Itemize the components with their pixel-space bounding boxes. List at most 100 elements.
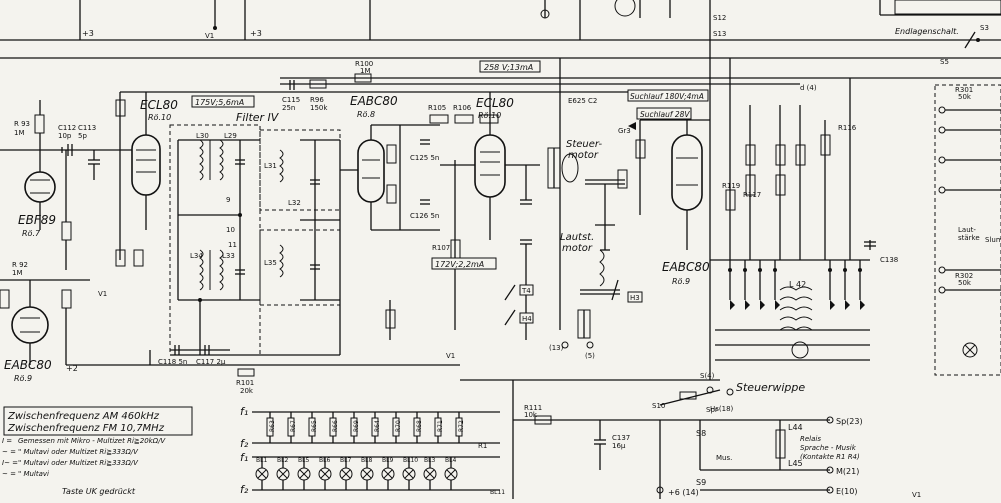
label-r116: R116 (838, 124, 857, 132)
label-f2-bottom: f₂ (240, 483, 249, 496)
label-l44: L44 (788, 423, 803, 432)
bank-resistor-label: R72 (458, 420, 465, 432)
label-s8: S8 (696, 429, 706, 438)
label-steuerwippe: Steuerwippe (736, 381, 805, 394)
label-taste-uk: Taste UK gedrückt (62, 487, 136, 496)
bank-lamp-label: BL7 (340, 457, 351, 464)
top-right-box (894, 0, 1001, 15)
tube-ecl80-first-ref: Rö.10 (148, 113, 171, 122)
label-v1-bottom: V1 (912, 491, 921, 499)
bank-resistor (392, 417, 400, 437)
label-l33: L33 (222, 252, 235, 260)
bank-resistor (371, 417, 379, 437)
legend-2-sym: I~ = (2, 459, 18, 467)
label-l34: L34 (190, 252, 203, 260)
label-r93-val: 1M (14, 129, 25, 137)
tube-eabc80-left-type: EABC80 (4, 358, 52, 372)
label-r111-val: 10k (524, 411, 538, 419)
label-c118: C118 5n (158, 358, 187, 366)
label-mus: Mus. (716, 454, 732, 462)
label-c117: C117 2μ (196, 358, 226, 366)
legend-3-text: " Multavi (18, 470, 49, 478)
bank-resistor (266, 417, 274, 437)
legend-1-sym: ~ = (2, 448, 16, 456)
label-c115-val: 25n (282, 104, 295, 112)
h3-switch-arm (611, 279, 619, 301)
cap-c112-c113 (61, 144, 100, 180)
label-r119: R119 (722, 182, 740, 190)
cap-r-top-feedback (289, 73, 372, 90)
label-r96: R96 (310, 96, 324, 104)
label-relais-2: Sprache - Musik (800, 444, 857, 452)
lower-left-wiring (66, 300, 720, 381)
endlagen-switch (964, 31, 980, 49)
zf-am-text: Zwischenfrequenz AM 460kHz (7, 411, 160, 422)
bank-resistor (287, 417, 295, 437)
tube-ebf89-ref: Rö.7 (22, 229, 41, 238)
meas-box-2 (479, 60, 541, 73)
tube-eabc80-right-type: EABC80 (662, 260, 710, 274)
tube-ecl80-second-type: ECL80 (476, 96, 514, 110)
label-c113-val: 5p (78, 132, 87, 140)
label-r302-val: 50k (958, 279, 972, 287)
legend-0-sym: I = (2, 437, 12, 445)
label-h3: H3 (630, 294, 640, 302)
bank-resistor (329, 417, 337, 437)
label-term-5: (5) (585, 352, 595, 360)
label-c137: C137 (612, 434, 630, 442)
label-term-13: (13) (549, 344, 564, 352)
label-v1-top: V1 (205, 32, 214, 40)
bank-lamp-cross (299, 469, 309, 479)
bank-resistor-label: R71 (437, 420, 444, 432)
meas-box-1 (191, 95, 255, 108)
label-s12: S12 (713, 14, 726, 22)
bank-lamp-cross (425, 469, 435, 479)
bank-lamp-cross (383, 469, 393, 479)
bank-lamp-cross (341, 469, 351, 479)
label-slumm: Slumm. (985, 236, 1001, 244)
label-c113: C113 (78, 124, 96, 132)
bank-lamp-label: BL3 (424, 457, 435, 464)
right-resistor-column (710, 58, 876, 261)
tube-ecl80-second-ref: Rö.10 (478, 111, 501, 120)
label-l45: L45 (788, 459, 803, 468)
zf-box (3, 406, 193, 436)
label-r301: R301 (955, 86, 973, 94)
label-plus6: +6 (14) (668, 488, 699, 497)
label-l31: L31 (264, 162, 277, 170)
tube-ebf89 (0, 100, 72, 270)
label-r101-val: 20k (240, 387, 254, 395)
meas-3-text: 172V;2,2mA (435, 260, 484, 269)
tube-ebf89-type: EBF89 (18, 213, 56, 227)
label-l30: L30 (196, 132, 209, 140)
label-lautst: Lautst. (560, 232, 594, 243)
meas-box-4 (627, 89, 709, 102)
bank-resistor (308, 417, 316, 437)
measurement-legend: I = Gemessen mit Mikro - Multizet Ri≧20k… (2, 437, 166, 478)
bank-resistor-label: R68 (416, 420, 423, 432)
label-f2-top: f₂ (240, 437, 249, 450)
bank-lamp-label: BL2 (277, 457, 288, 464)
label-f1-top: f₁ (240, 405, 248, 418)
label-r100-val: 1M (360, 67, 371, 75)
label-r106: R106 (453, 104, 472, 112)
label-r92-val: 1M (12, 269, 23, 277)
label-h4: H4 (522, 315, 532, 323)
legend-2-text: " Multavi oder Multizet Ri≧333Ω/V (18, 459, 139, 467)
label-hs18: Hs(18) (710, 405, 734, 413)
label-r107: R107 (432, 244, 450, 252)
label-t4: T4 (521, 287, 531, 295)
legend-1-text: " Multavi oder Multizet Ri≧333Ω/V (18, 448, 139, 456)
tube-eabc80-middle-ref: Rö.8 (357, 110, 375, 119)
tube-ecl80-first-type: ECL80 (140, 98, 178, 112)
label-v1-left: V1 (98, 290, 107, 298)
label-r93: R 93 (14, 120, 30, 128)
bank-resistor (350, 417, 358, 437)
label-r92: R 92 (12, 261, 28, 269)
label-lautst-2: motor (562, 243, 593, 254)
label-c125: C125 5n (410, 154, 439, 162)
bank-lamp-label: BL9 (382, 457, 393, 464)
label-r1: R1 (478, 442, 487, 450)
